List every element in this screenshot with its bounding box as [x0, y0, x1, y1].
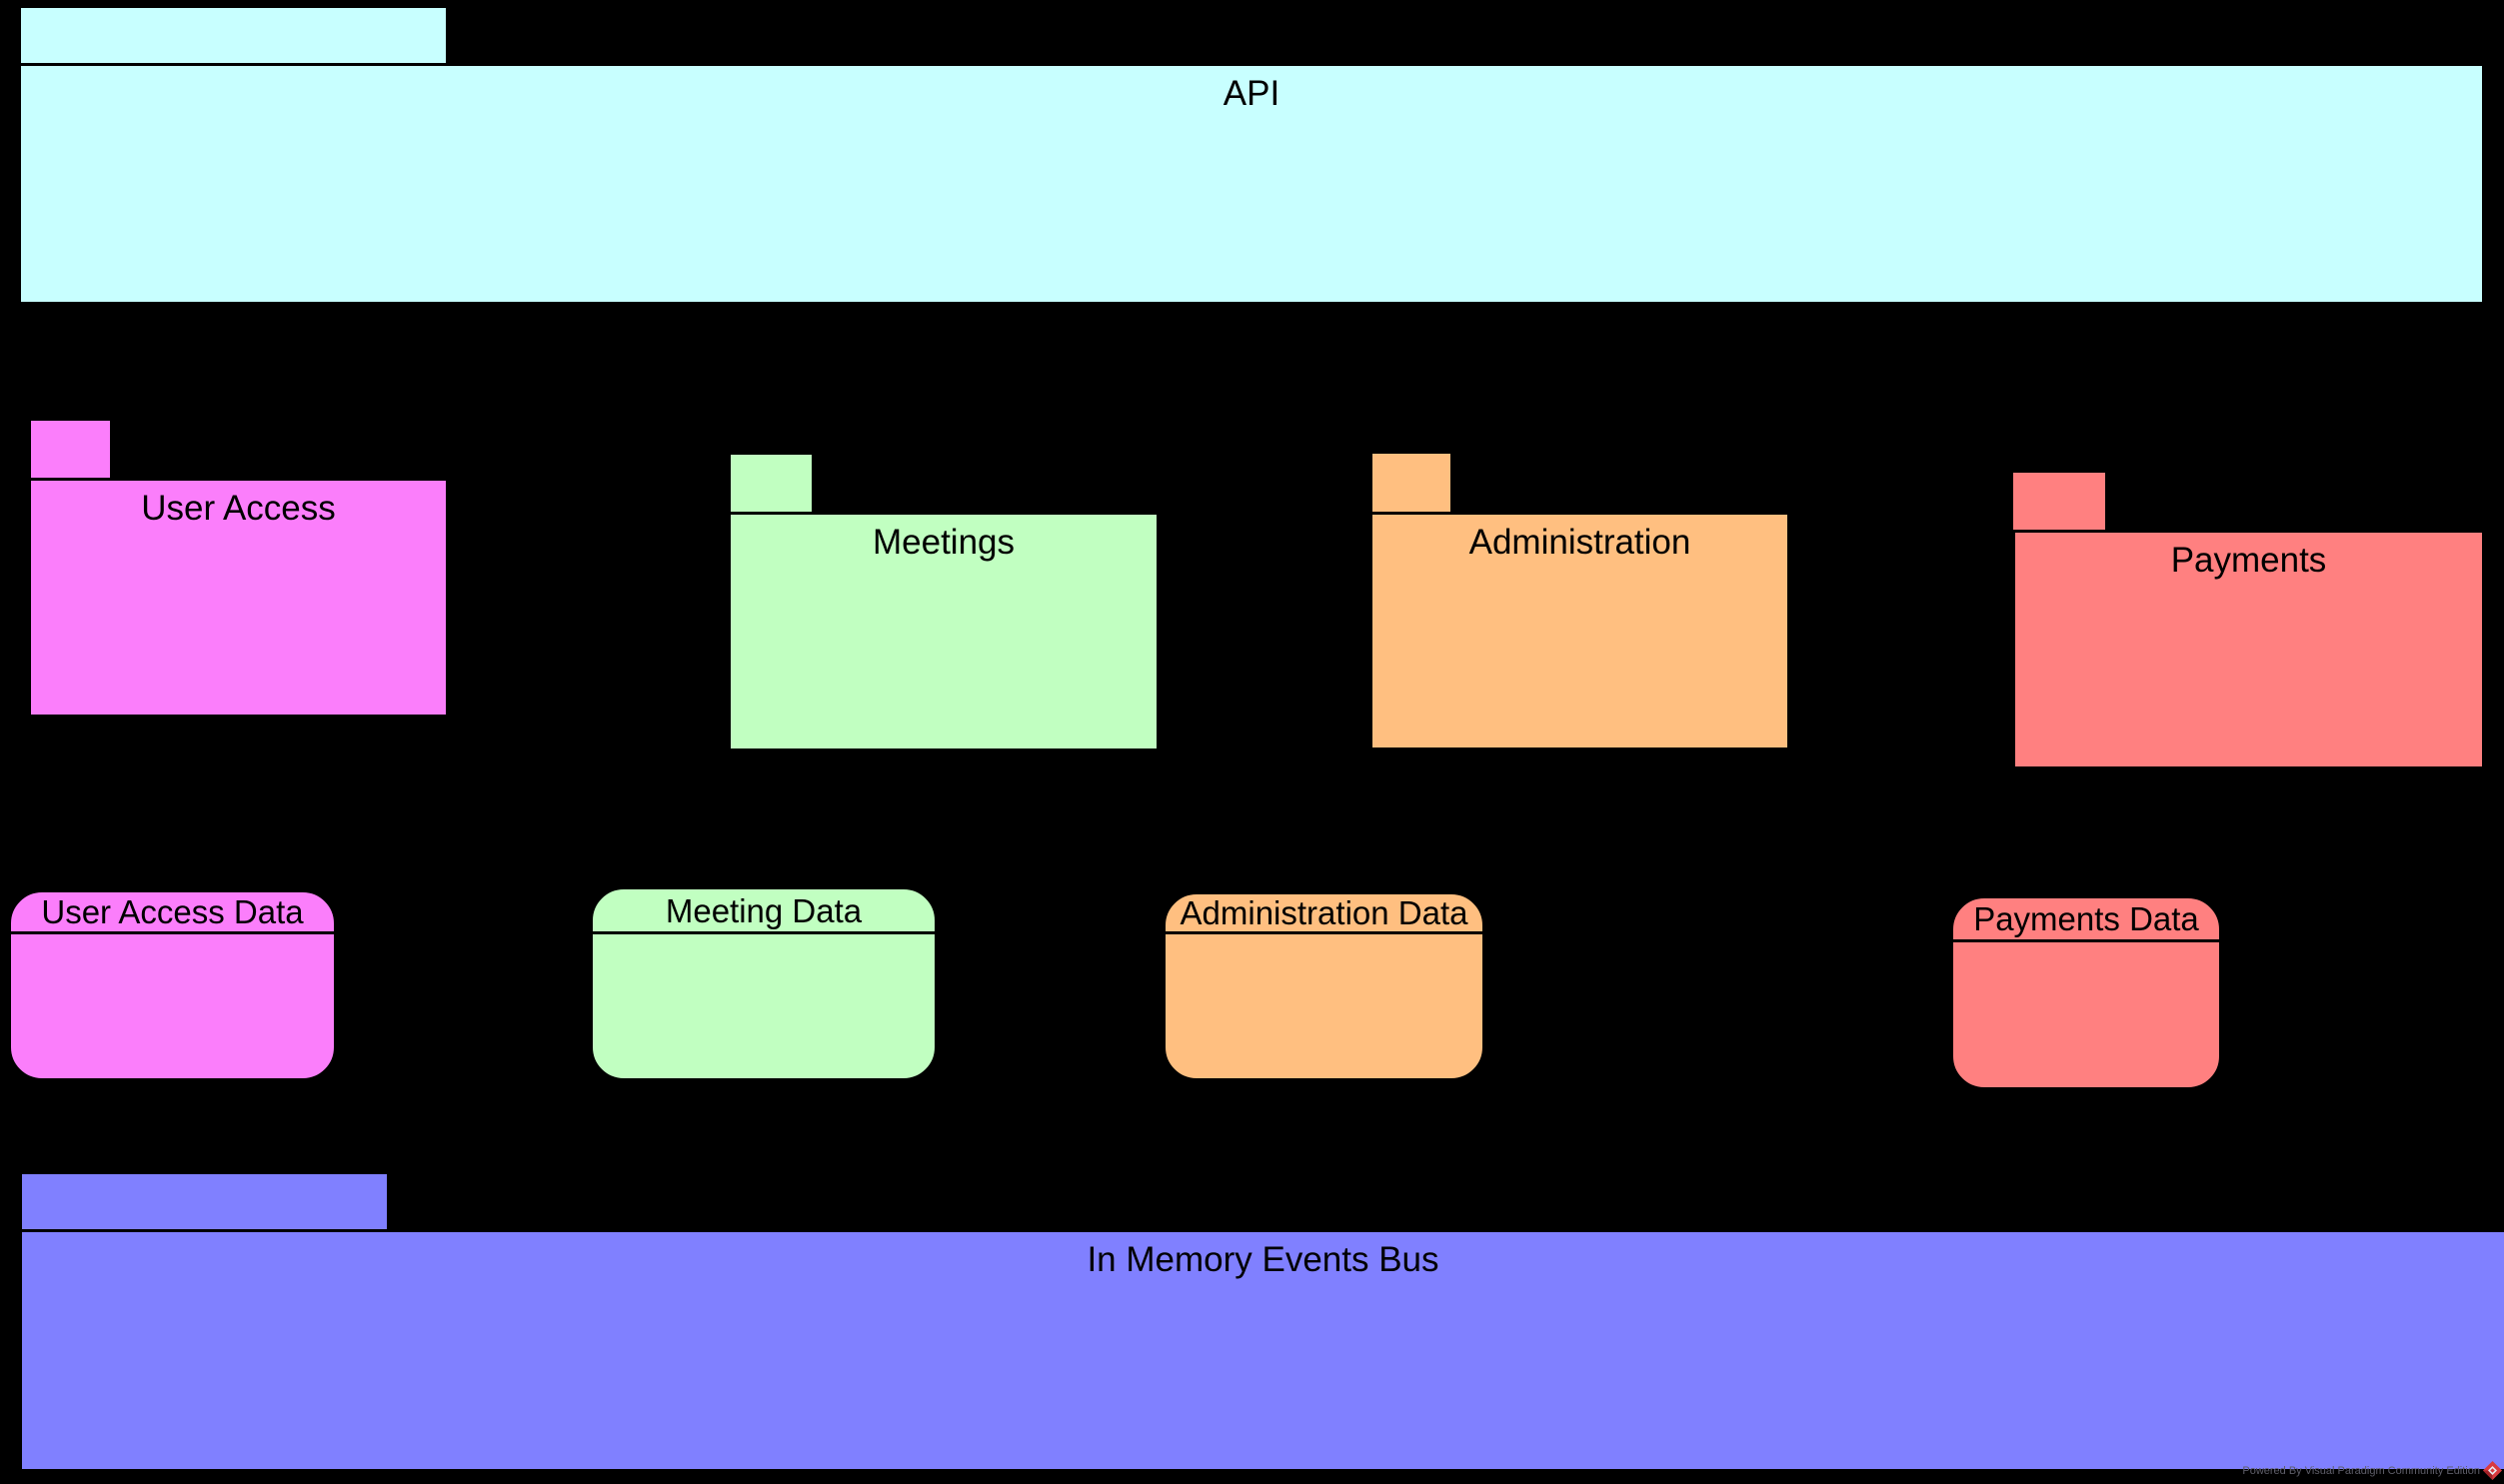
datastore-meeting-data-label: Meeting Data — [593, 889, 935, 934]
package-events-bus-body[interactable]: In Memory Events Bus — [22, 1232, 2504, 1469]
package-payments-tab[interactable] — [2013, 473, 2105, 530]
package-administration-tab[interactable] — [1372, 454, 1450, 512]
datastore-administration-data[interactable]: Administration Data — [1163, 891, 1485, 1081]
package-user-access-tab[interactable] — [31, 421, 110, 478]
package-meetings-label: Meetings — [872, 523, 1016, 562]
package-payments-body[interactable]: Payments — [2015, 533, 2482, 766]
datastore-meeting-data[interactable]: Meeting Data — [590, 886, 938, 1081]
datastore-administration-data-label: Administration Data — [1166, 894, 1482, 934]
package-user-access-body[interactable]: User Access — [31, 481, 446, 715]
package-api-label: API — [1223, 74, 1280, 113]
package-api-body[interactable]: API — [21, 66, 2482, 302]
package-payments-label: Payments — [2170, 541, 2327, 580]
datastore-user-access-data[interactable]: User Access Data — [8, 889, 337, 1081]
package-administration-label: Administration — [1468, 523, 1691, 562]
watermark: Powered By Visual Paradigm Community Edi… — [2242, 1461, 2502, 1480]
package-meetings-tab[interactable] — [731, 455, 812, 512]
datastore-payments-data[interactable]: Payments Data — [1950, 895, 2222, 1090]
watermark-text: Powered By Visual Paradigm Community Edi… — [2242, 1464, 2480, 1477]
package-meetings-body[interactable]: Meetings — [731, 515, 1157, 748]
datastore-payments-data-label: Payments Data — [1953, 898, 2219, 942]
package-user-access-label: User Access — [141, 489, 336, 528]
datastore-user-access-data-label: User Access Data — [11, 892, 334, 934]
package-administration-body[interactable]: Administration — [1372, 515, 1787, 747]
package-events-bus-label: In Memory Events Bus — [1087, 1240, 1439, 1279]
package-events-bus-tab[interactable] — [22, 1174, 387, 1229]
visual-paradigm-diamond-icon — [2483, 1461, 2502, 1480]
package-api-tab[interactable] — [21, 8, 446, 63]
